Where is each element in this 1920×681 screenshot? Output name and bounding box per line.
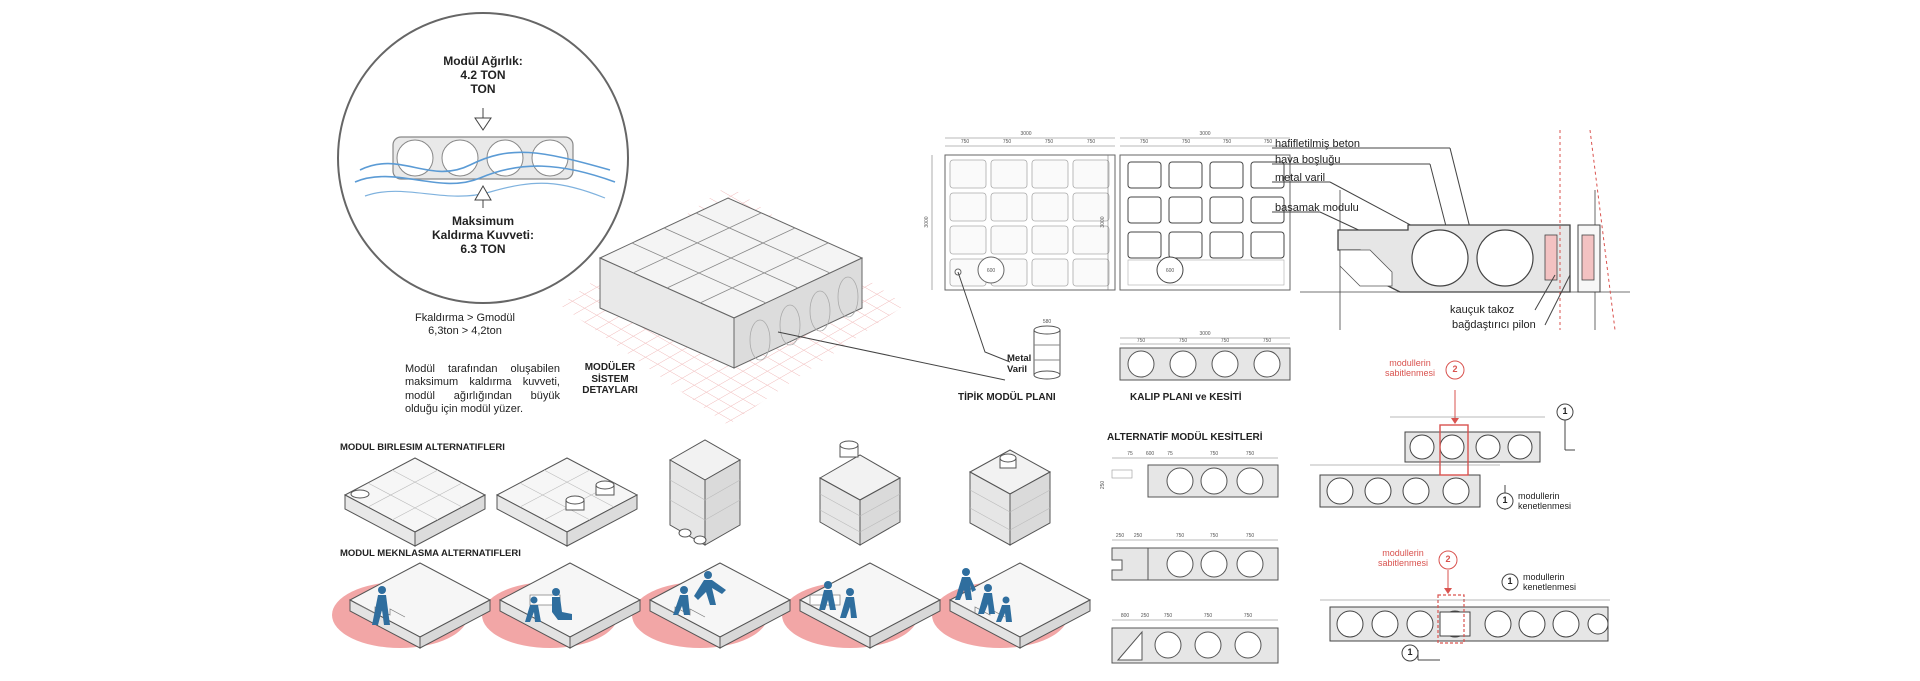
barrel-label-line: Metal bbox=[1007, 353, 1032, 364]
dim-alt1-a: 75 bbox=[1127, 451, 1133, 457]
dim-mold-bay: 750 bbox=[1223, 139, 1232, 145]
badge-fix-1: 2 bbox=[1452, 364, 1458, 374]
person-figure-icon bbox=[372, 568, 1012, 625]
force-comparison: Fkaldırma > Gmodül 6,3ton > 4,2ton bbox=[395, 312, 535, 337]
connection-detail-2 bbox=[1320, 550, 1610, 662]
floating-module-detail bbox=[337, 12, 629, 304]
dim-mold-bay: 750 bbox=[1264, 139, 1273, 145]
label-fixing-1: modullerin sabitlenmesi bbox=[1375, 358, 1445, 379]
dim-typical-vertical: 3000 bbox=[924, 216, 930, 227]
dim-mold-bay: 750 bbox=[1182, 139, 1191, 145]
badge-fix-2: 2 bbox=[1445, 554, 1451, 564]
label-fixing-line: sabitlenmesi bbox=[1384, 368, 1436, 379]
dim-alt-left: 250 bbox=[1100, 481, 1106, 490]
label-adapter-pylon: bağdaştırıcı pilon bbox=[1452, 319, 1536, 331]
force-comparison-line: Fkaldırma > Gmodül bbox=[415, 312, 515, 324]
dim-section-bay: 750 bbox=[1179, 338, 1188, 344]
alt-sections-title: ALTERNATİF MODÜL KESİTLERİ bbox=[1107, 432, 1263, 443]
barrel-label-line: Varil bbox=[1007, 363, 1028, 375]
mold-plan: 3000 750 750 750 750 3000 600 3000 750 7… bbox=[1100, 131, 1291, 381]
mold-plan-title: KALIP PLANI ve KESİTİ bbox=[1130, 392, 1242, 403]
label-fixing-line: modullerin bbox=[1389, 358, 1431, 368]
joining-alternatives bbox=[343, 439, 1052, 547]
modular-system-title: MODÜLER SİSTEM DETAYLARI bbox=[575, 362, 645, 397]
label-locking-line: kenetlenmesi bbox=[1523, 582, 1577, 593]
dim-alt3-c: 750 bbox=[1164, 613, 1173, 619]
label-locking-line: kenetlenmesi bbox=[1518, 501, 1572, 512]
dim-alt3-b: 250 bbox=[1141, 613, 1150, 619]
badge-lock-4: 1 bbox=[1407, 647, 1413, 657]
dim-typical-bay: 750 bbox=[1087, 139, 1096, 145]
connection-detail-1 bbox=[1310, 360, 1575, 510]
dim-alt3-d: 750 bbox=[1204, 613, 1213, 619]
lift-force-label: Maksimum Kaldırma Kuvveti: 6.3 TON bbox=[413, 214, 553, 256]
dim-alt2-c: 750 bbox=[1176, 533, 1185, 539]
force-comparison-line: 6,3ton > 4,2ton bbox=[428, 324, 502, 337]
label-fixing-2: modullerin sabitlenmesi bbox=[1368, 548, 1438, 569]
floating-explanation: Modül tarafından oluşabilen maksimum kal… bbox=[405, 363, 560, 416]
dim-typical-bay: 750 bbox=[961, 139, 970, 145]
label-fixing-line: sabitlenmesi bbox=[1377, 558, 1429, 569]
lift-force-line: 6.3 TON bbox=[460, 241, 506, 256]
label-locking-2: modullerin kenetlenmesi bbox=[1523, 572, 1576, 593]
label-air-gap: hava boşluğu bbox=[1275, 154, 1341, 166]
label-locking-line: modullerin bbox=[1523, 572, 1565, 582]
dim-section-bay: 750 bbox=[1221, 338, 1230, 344]
badge-lock-3: 1 bbox=[1507, 576, 1513, 586]
dim-mold-vertical: 3000 bbox=[1100, 216, 1106, 227]
dim-alt1-c: 75 bbox=[1167, 451, 1173, 457]
dim-circle-mark: 600 bbox=[987, 268, 996, 274]
placement-alternatives bbox=[332, 562, 1092, 649]
metal-barrel-icon bbox=[1033, 325, 1061, 380]
label-fixing-line: modullerin bbox=[1382, 548, 1424, 558]
dim-section-bay: 750 bbox=[1263, 338, 1272, 344]
lift-force-line: Maksimum bbox=[451, 214, 515, 228]
label-locking-line: modullerin bbox=[1518, 491, 1560, 501]
label-step-module: basamak modulu bbox=[1275, 202, 1359, 214]
module-weight-line: Modül Ağırlık: bbox=[443, 54, 523, 68]
lift-force-line: Kaldırma Kuvveti: bbox=[431, 227, 535, 242]
dim-alt1-d: 750 bbox=[1210, 451, 1219, 457]
dim-alt2-e: 750 bbox=[1246, 533, 1255, 539]
module-weight-line: 4.2 TON bbox=[460, 67, 506, 82]
dim-alt2-d: 750 bbox=[1210, 533, 1219, 539]
joining-title: MODUL BIRLESIM ALTERNATIFLERI bbox=[340, 442, 505, 453]
badge-lock-2: 1 bbox=[1502, 495, 1508, 505]
barrel-label: Metal Varil bbox=[1007, 353, 1032, 376]
placement-title: MODUL MEKNLASMA ALTERNATIFLERI bbox=[340, 548, 521, 559]
module-cross-section bbox=[1272, 129, 1630, 331]
dim-alt2-b: 250 bbox=[1134, 533, 1143, 539]
dim-mold-overall: 3000 bbox=[1199, 131, 1210, 137]
dim-mold-bay: 750 bbox=[1140, 139, 1149, 145]
modular-system-iso bbox=[560, 185, 1006, 425]
module-weight-line: TON bbox=[470, 81, 496, 96]
dim-typical-bay: 750 bbox=[1045, 139, 1054, 145]
label-metal-barrel: metal varil bbox=[1275, 172, 1326, 184]
dim-section-overall: 3000 bbox=[1199, 331, 1210, 337]
label-rubber-block: kauçuk takoz bbox=[1450, 304, 1515, 316]
modular-system-title-line: DETAYLARI bbox=[582, 385, 638, 396]
badge-lock-1: 1 bbox=[1562, 406, 1568, 416]
modular-system-title-line: SİSTEM bbox=[591, 373, 629, 385]
typical-plan-title: TİPİK MODÜL PLANI bbox=[958, 392, 1056, 403]
dim-alt2-a: 250 bbox=[1116, 533, 1125, 539]
label-lightweight-concrete: hafifletilmiş beton bbox=[1275, 138, 1360, 150]
dim-typical-overall: 3000 bbox=[1020, 131, 1031, 137]
dim-barrel-width: 580 bbox=[1043, 319, 1052, 325]
dim-alt3-e: 750 bbox=[1244, 613, 1253, 619]
modular-system-title-line: MODÜLER bbox=[584, 362, 636, 373]
dim-mold-circle: 600 bbox=[1166, 268, 1175, 274]
dim-section-bay: 750 bbox=[1137, 338, 1146, 344]
dim-typical-bay: 750 bbox=[1003, 139, 1012, 145]
dim-alt3-a: 800 bbox=[1121, 613, 1130, 619]
typical-module-plan: 3000 750 750 750 750 3000 600 580 bbox=[924, 131, 1116, 380]
alternative-sections: 75 600 75 750 750 250 250 750 750 750 80… bbox=[1100, 451, 1279, 664]
module-weight-label: Modül Ağırlık: 4.2 TON TON bbox=[423, 54, 543, 96]
label-locking-1: modullerin kenetlenmesi bbox=[1518, 491, 1571, 512]
dim-alt1-b: 600 bbox=[1146, 451, 1155, 457]
dim-alt1-e: 750 bbox=[1246, 451, 1255, 457]
